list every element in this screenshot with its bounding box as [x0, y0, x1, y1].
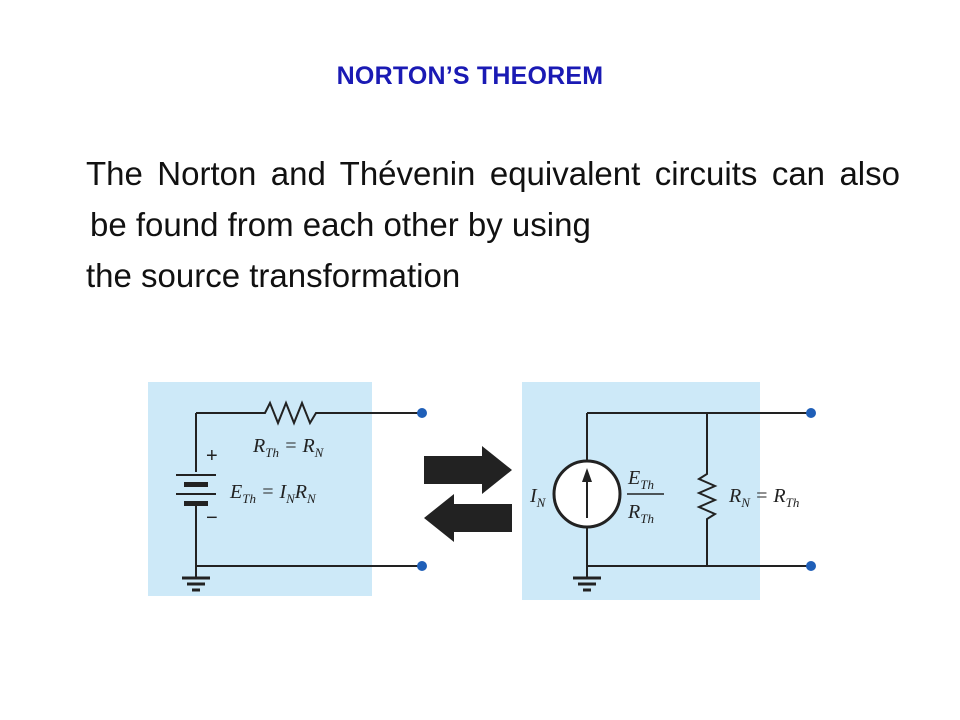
- norton-resistance-equation: RN = RTh: [728, 485, 799, 510]
- transformation-arrows: [424, 446, 512, 542]
- thevenin-terminal-bottom: [417, 561, 427, 571]
- plus-sign: +: [206, 445, 218, 467]
- arrow-left-icon: [424, 494, 512, 542]
- page-title: NORTON’S THEOREM: [336, 62, 604, 90]
- body-line-1: The Norton and Thévenin equivalent circu…: [86, 155, 900, 243]
- thevenin-resistor: [196, 400, 420, 426]
- norton-current-label: IN: [529, 485, 547, 510]
- ground-icon: [182, 566, 210, 592]
- ground-icon: [573, 566, 601, 592]
- arrow-right-icon: [424, 446, 512, 494]
- norton-terminal-bottom: [806, 561, 816, 571]
- body-line-2: the source transformation: [86, 257, 461, 294]
- norton-fraction-denominator: RTh: [627, 501, 654, 526]
- norton-terminal-top: [806, 408, 816, 418]
- norton-fraction-numerator: ETh: [627, 467, 654, 492]
- norton-resistor: [696, 413, 718, 566]
- minus-sign: −: [206, 507, 218, 529]
- thevenin-terminal-top: [417, 408, 427, 418]
- norton-circuit: IN ETh RTh RN = RTh: [522, 382, 816, 600]
- current-source-icon: [552, 459, 622, 529]
- body-paragraph: The Norton and Thévenin equivalent circu…: [86, 148, 900, 301]
- thevenin-resistance-equation: RTh = RN: [252, 435, 325, 460]
- thevenin-voltage-equation: ETh = INRN: [229, 481, 317, 506]
- thevenin-panel: [148, 382, 372, 596]
- thevenin-circuit: + − RTh = RN ETh = INRN: [148, 382, 427, 596]
- battery-icon: [176, 474, 216, 506]
